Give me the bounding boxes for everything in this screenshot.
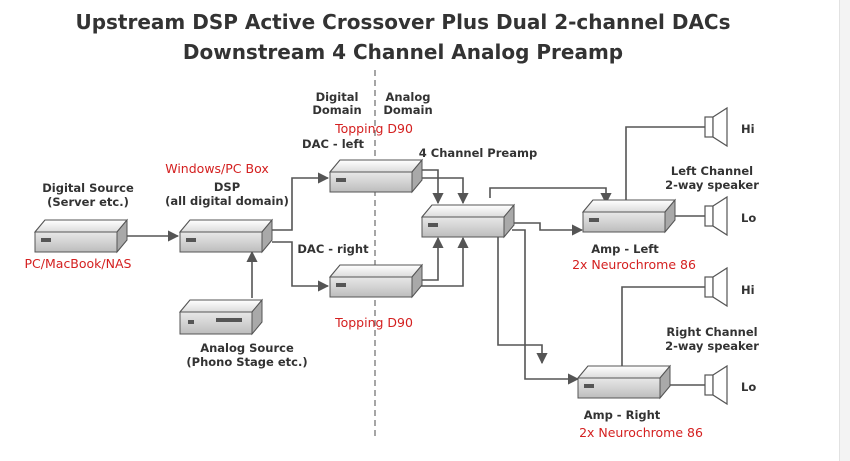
amp-right-label: Amp - Right: [584, 408, 661, 422]
right-speaker-label: Right Channel: [666, 325, 757, 339]
dsp-sublabel: (all digital domain): [165, 194, 289, 208]
analog-domain-label-2: Domain: [383, 103, 432, 117]
wire-preamp-to-ampr-b: [512, 229, 580, 385]
wire-dacl-to-preamp-b: [420, 177, 469, 205]
preamp-box: [421, 204, 515, 238]
wire-dacr-to-preamp-a: [420, 236, 444, 281]
analog-domain-label-1: Analog: [386, 90, 431, 104]
analog-source-sublabel: (Phono Stage etc.): [186, 355, 307, 369]
left-lo-speaker-icon: [704, 196, 728, 236]
wire-dsp-to-dac-left: [272, 172, 330, 231]
wire-preamp-to-ampl-a: [489, 187, 612, 205]
amp-left-label: Amp - Left: [591, 242, 659, 256]
amp-left-box: [582, 199, 676, 233]
dsp-note: Windows/PC Box: [165, 161, 269, 176]
left-speaker-label: Left Channel: [671, 164, 753, 178]
wire-ampl-to-left-hi: [625, 126, 705, 200]
analog-source-box: [179, 299, 263, 335]
preamp-label: 4 Channel Preamp: [419, 146, 537, 160]
wire-dacr-to-preamp-b: [420, 236, 469, 287]
wire-dacl-to-preamp-a: [420, 169, 444, 205]
dsp-label: DSP: [214, 180, 240, 194]
digital-source-box: [34, 219, 128, 253]
amp-right-box: [577, 365, 671, 399]
right-lo-speaker-icon: [704, 365, 728, 405]
dac-right-note: Topping D90: [334, 315, 413, 330]
right-hi-speaker-icon: [704, 267, 728, 307]
right-speaker-sublabel: 2-way speaker: [665, 339, 759, 353]
right-lo-label: Lo: [741, 380, 756, 394]
right-hi-label: Hi: [741, 283, 755, 297]
amp-right-note: 2x Neurochrome 86: [579, 425, 703, 440]
digital-domain-label-1: Digital: [316, 90, 359, 104]
dac-right-label: DAC - right: [297, 242, 369, 256]
wire-dsp-to-dac-right: [272, 241, 330, 292]
wire-preamp-to-ampl-b: [512, 222, 584, 236]
left-speaker-sublabel: 2-way speaker: [665, 178, 759, 192]
dac-right-box: [329, 264, 423, 298]
dac-left-box: [329, 159, 423, 193]
amp-left-note: 2x Neurochrome 86: [572, 257, 696, 272]
diagram-title-line2: Downstream 4 Channel Analog Preamp: [183, 40, 623, 64]
left-hi-speaker-icon: [704, 107, 728, 147]
dac-left-note: Topping D90: [334, 121, 413, 136]
wire-ampr-to-right-hi: [621, 286, 705, 368]
digital-source-note: PC/MacBook/NAS: [25, 256, 132, 271]
wire-preamp-to-ampr-a: [497, 237, 548, 365]
left-hi-label: Hi: [741, 122, 755, 136]
analog-source-label: Analog Source: [200, 341, 294, 355]
digital-domain-label-2: Domain: [312, 103, 361, 117]
diagram-title-line1: Upstream DSP Active Crossover Plus Dual …: [75, 10, 730, 34]
window-edge-strip: [839, 0, 850, 461]
digital-source-label: Digital Source: [42, 181, 134, 195]
dac-left-label: DAC - left: [302, 137, 364, 151]
dsp-box: [179, 219, 273, 253]
left-lo-label: Lo: [741, 211, 756, 225]
digital-source-sublabel: (Server etc.): [47, 195, 129, 209]
